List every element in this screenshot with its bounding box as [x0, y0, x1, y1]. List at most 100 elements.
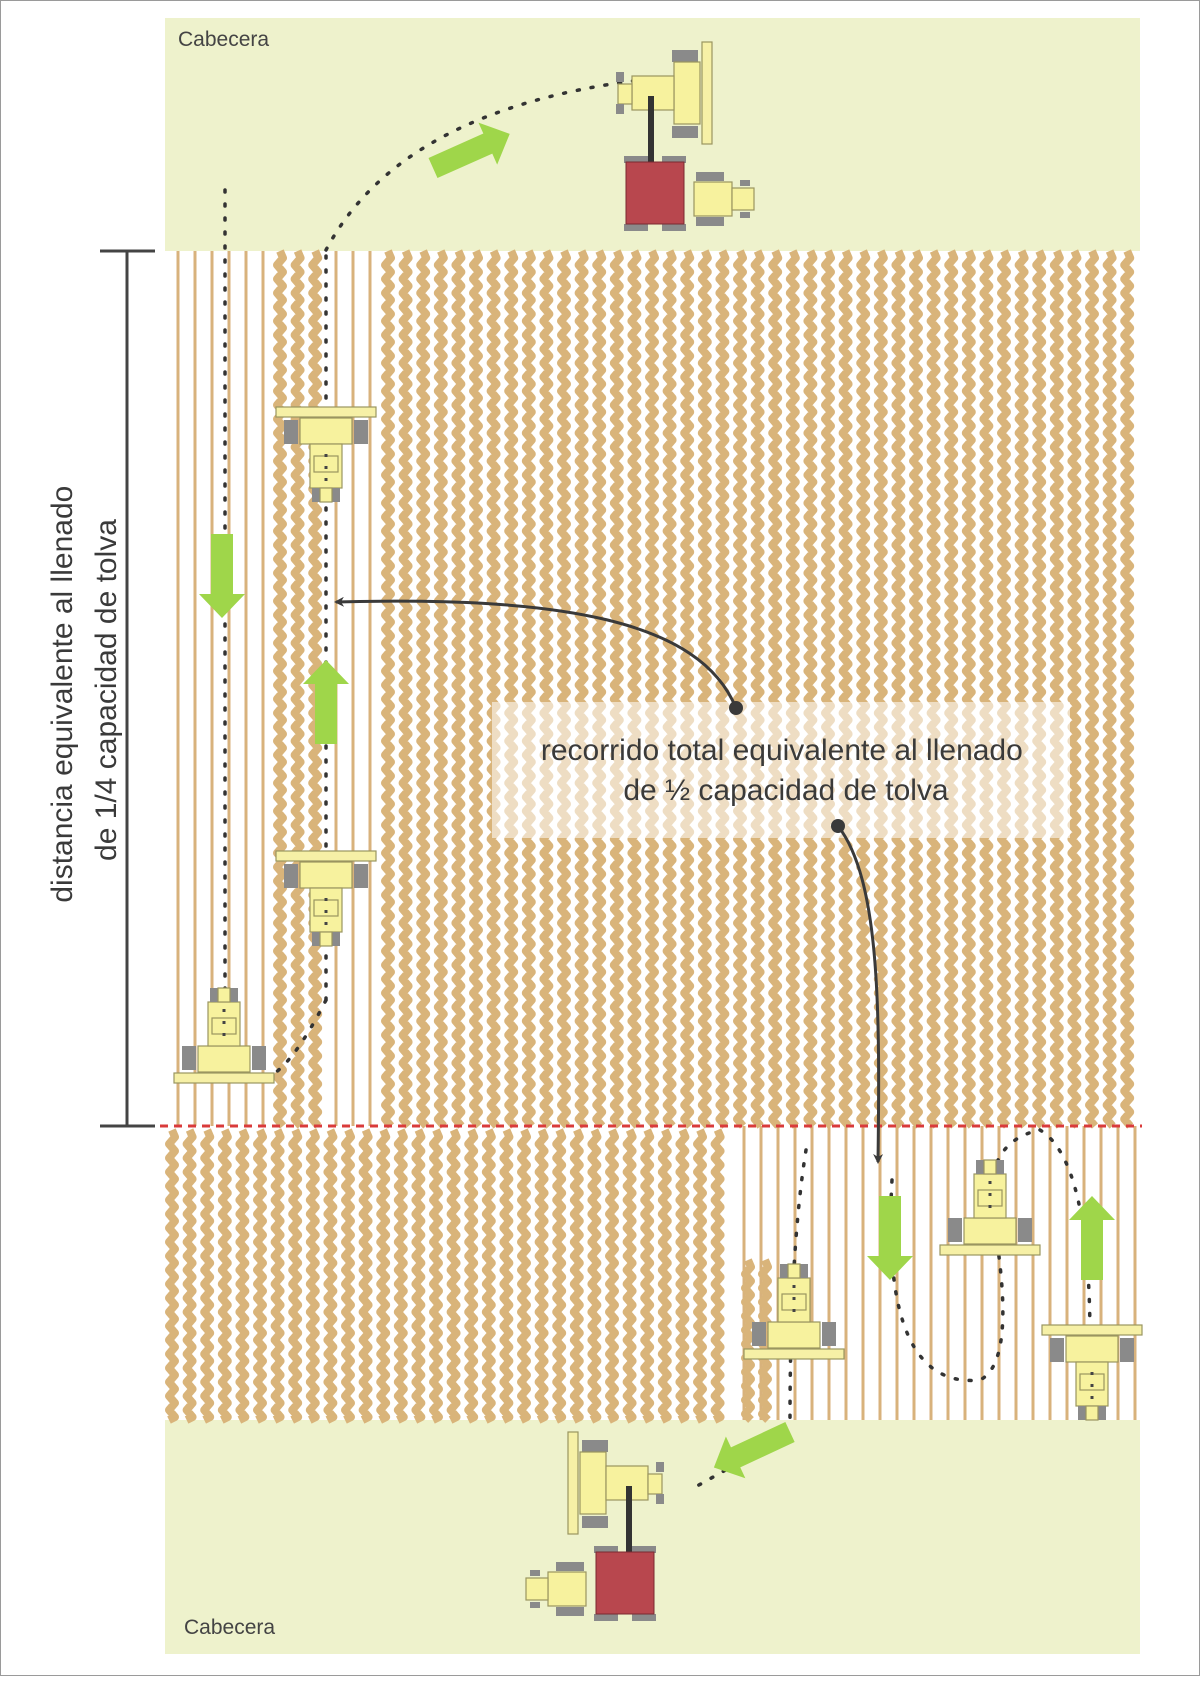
- travel-path: [1038, 1128, 1092, 1342]
- tractor-icon: [525, 1562, 587, 1616]
- crop-row: [539, 249, 554, 1129]
- crop-row: [785, 249, 800, 1129]
- crop-row: [446, 1128, 461, 1424]
- crop-row: [504, 249, 519, 1129]
- crop-row: [521, 249, 536, 1129]
- crop-row: [710, 1128, 725, 1424]
- combine-harvester-icon: [743, 1263, 845, 1360]
- combine-harvester-icon: [616, 41, 713, 145]
- crop-row: [944, 249, 959, 1129]
- crop-row: [517, 1128, 531, 1424]
- quarter-label-line2: de 1/4 capacidad de tolva: [90, 519, 123, 861]
- crop-row: [534, 1128, 549, 1424]
- crop-row: [270, 1128, 285, 1424]
- crop-row: [605, 1128, 619, 1424]
- crop-row: [464, 1128, 479, 1424]
- crop-row: [1102, 249, 1117, 1129]
- crop-row: [1032, 249, 1047, 1129]
- crop-row: [750, 249, 765, 1129]
- crop-row: [926, 249, 941, 1129]
- crop-row: [433, 249, 448, 1129]
- crop-row: [393, 1128, 408, 1424]
- direction-arrow-icon: [428, 122, 510, 179]
- crop-row: [569, 1128, 584, 1424]
- half-label-line1: recorrido total equivalente al llenado: [541, 734, 1023, 767]
- direction-arrow-icon: [1069, 1196, 1115, 1280]
- crop-row: [657, 1128, 672, 1424]
- combine-harvester-icon: [173, 987, 275, 1084]
- crop-row: [856, 249, 871, 1129]
- crop-row: [662, 249, 677, 1129]
- crop-row: [640, 1128, 655, 1424]
- pointer-arrow-lower: [836, 825, 884, 1164]
- travel-path: [788, 1148, 808, 1422]
- tractor-icon: [693, 172, 755, 226]
- crop-row: [288, 1128, 303, 1424]
- unloading-auger: [648, 96, 654, 166]
- crop-row: [416, 249, 431, 1129]
- crop-row: [235, 1128, 250, 1424]
- unloading-group: [525, 1431, 664, 1621]
- crop-row: [411, 1128, 426, 1424]
- direction-arrow-icon: [303, 660, 349, 744]
- crop-row: [469, 249, 483, 1129]
- crop-row: [697, 249, 712, 1129]
- machines: [173, 41, 1143, 1621]
- pointer-arrow-upper: [334, 596, 738, 709]
- crop-row: [622, 1128, 637, 1424]
- crop-row: [429, 1128, 443, 1424]
- crop-row: [1120, 249, 1135, 1129]
- crop-row: [821, 249, 835, 1129]
- direction-arrow-icon: [713, 1422, 795, 1479]
- crop-row: [838, 249, 853, 1129]
- combine-harvester-icon: [275, 850, 377, 947]
- crop-row: [323, 1128, 338, 1424]
- crop-row: [1067, 249, 1082, 1129]
- grain-cart-icon: [624, 156, 686, 231]
- crop-row: [499, 1128, 514, 1424]
- unloading-auger: [626, 1486, 632, 1556]
- crop-row: [645, 249, 659, 1129]
- crop-row: [803, 249, 818, 1129]
- headland-bottom-label: Cabecera: [184, 1616, 275, 1639]
- distance-bracket: [100, 249, 155, 1128]
- quarter-label-line1: distancia equivalente al llenado: [46, 486, 79, 903]
- crop-row: [675, 1128, 690, 1424]
- crop-row: [741, 1258, 755, 1423]
- label-band: [492, 702, 1070, 838]
- crop-row: [997, 249, 1011, 1129]
- crop-row: [305, 1128, 320, 1424]
- combine-harvester-icon: [939, 1159, 1041, 1256]
- pointer-dot-lower: [831, 819, 845, 833]
- crop-row: [891, 249, 906, 1129]
- unloading-group: [616, 41, 755, 231]
- crop-row: [481, 1128, 496, 1424]
- crop-row: [376, 1128, 391, 1424]
- crop-row: [182, 1128, 197, 1424]
- headland-top-label: Cabecera: [178, 28, 269, 51]
- crop-row: [873, 249, 888, 1129]
- crop-row: [1014, 249, 1029, 1129]
- crop-row: [273, 249, 287, 1129]
- direction-arrows: [199, 122, 1115, 1479]
- crop-row: [200, 1128, 215, 1424]
- crop-row: [451, 249, 466, 1129]
- direction-arrow-icon: [199, 534, 245, 618]
- crop-row: [217, 1128, 232, 1424]
- crop-row: [609, 249, 624, 1129]
- travel-path: [888, 1128, 1042, 1383]
- crop-row: [358, 1128, 373, 1424]
- crop-row: [680, 249, 695, 1129]
- quarter-capacity-label: distancia equivalente al llenado de 1/4 …: [46, 477, 123, 902]
- standing-crop: [165, 249, 1135, 1424]
- crop-row: [961, 249, 976, 1129]
- crop-row: [341, 1128, 355, 1424]
- crop-row: [627, 249, 642, 1129]
- half-capacity-label: recorrido total equivalente al llenado d…: [541, 734, 1031, 807]
- crop-row: [290, 249, 305, 1129]
- crop-row: [979, 249, 994, 1129]
- crop-row: [592, 249, 607, 1129]
- crop-row: [381, 249, 395, 1129]
- crop-row: [1085, 249, 1099, 1129]
